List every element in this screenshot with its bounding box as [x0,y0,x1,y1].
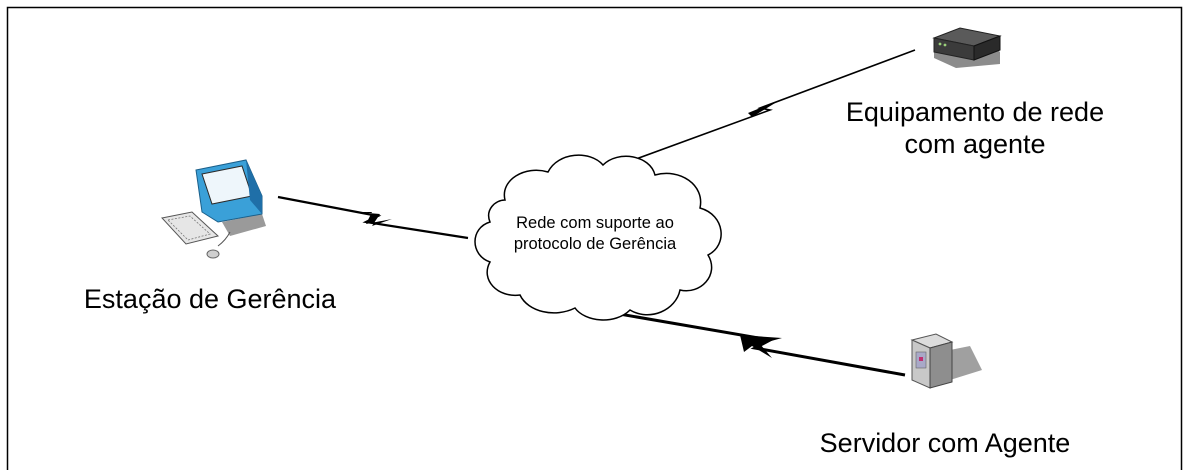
network-device-icon [932,27,1002,68]
cloud-label: Rede com suporte ao protocolo de Gerênci… [470,213,720,256]
network-equipment-label-line-2: com agente [904,128,1046,159]
server-label: Servidor com Agente [819,428,1071,458]
network-equipment-label-line-1: Equipamento de rede [845,97,1105,127]
desktop-computer-icon [161,159,266,259]
link-station-bolt [356,212,392,226]
link-equipment-bolt [748,97,785,117]
cloud-icon [474,154,722,321]
server-tower-icon [910,333,982,389]
diagram-frame [6,6,1183,470]
link-server-bolt [740,335,782,358]
network-equipment-label: Equipamento de rede com agente [810,97,1140,161]
cloud-label-line-2: protocolo de Gerência [513,235,677,254]
link-cloud-to-server [607,310,906,377]
management-station-label: Estação de Gerência [83,284,337,314]
cloud-label-line-1: Rede com suporte ao [516,214,674,232]
